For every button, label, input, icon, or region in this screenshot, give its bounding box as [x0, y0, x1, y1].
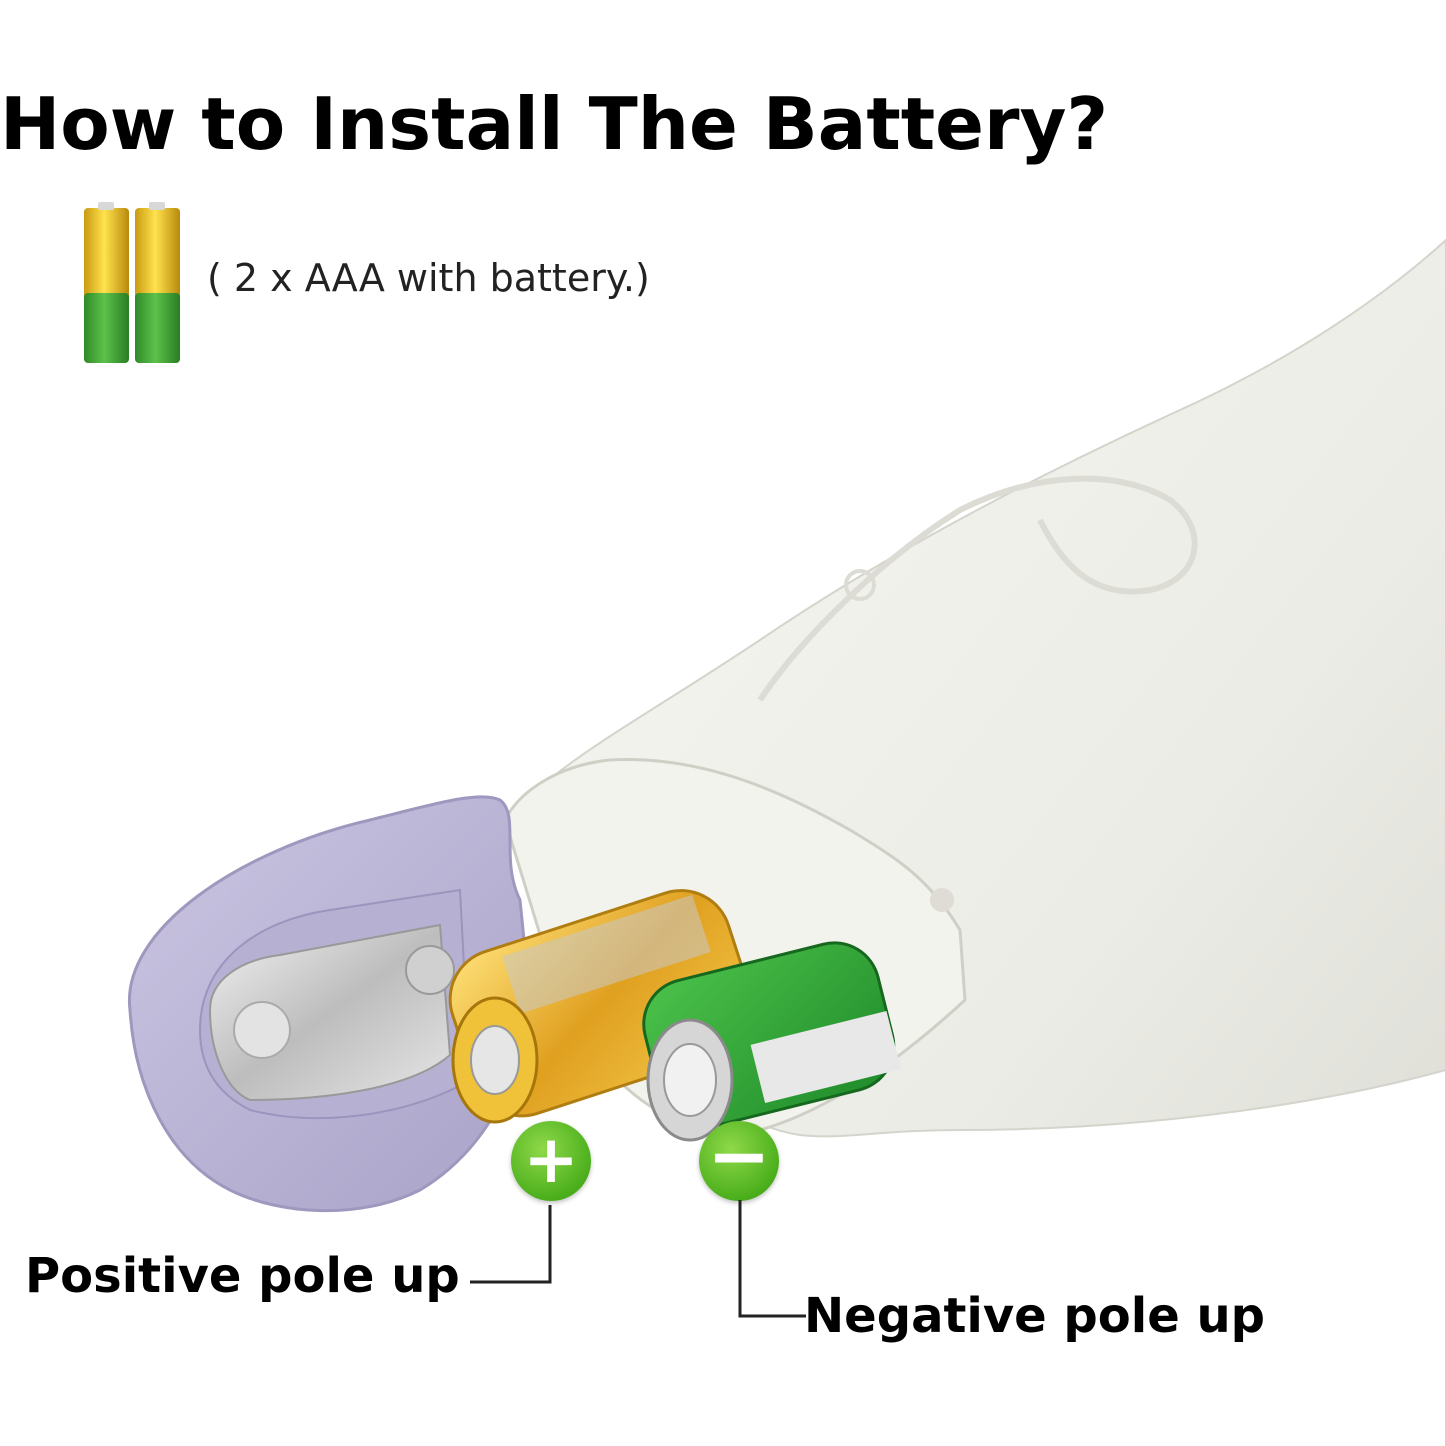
page-title: How to Install The Battery? [0, 82, 1109, 166]
negative-pole-badge: − [699, 1118, 779, 1201]
battery-caption: ( 2 x AAA with battery.) [207, 256, 650, 300]
aaa-battery-pair-icon [84, 202, 180, 363]
positive-pole-label: Positive pole up [25, 1248, 460, 1304]
positive-pole-badge: + [511, 1121, 591, 1201]
negative-pole-label: Negative pole up [804, 1288, 1266, 1344]
